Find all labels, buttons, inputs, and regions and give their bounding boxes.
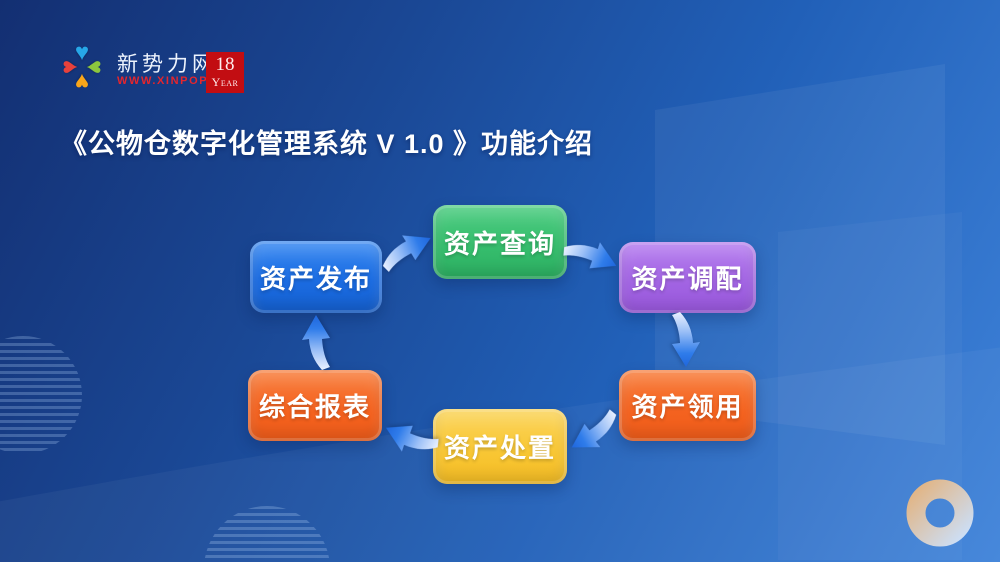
striped-circle-decoration	[204, 506, 330, 562]
ring-decoration	[906, 479, 974, 547]
company-website: WWW.XINPOP.CN	[117, 75, 231, 87]
flow-node-summary-report: 综合报表	[248, 370, 382, 441]
anniversary-number: 18	[215, 54, 235, 75]
flow-arrow-allocate-to-requisition	[672, 312, 700, 367]
logo-petal-blue-icon: ♥	[74, 39, 90, 66]
flow-node-asset-requisition: 资产领用	[619, 370, 756, 441]
flower-logo-icon: ♥ ♥ ♥ ♥	[56, 39, 108, 96]
page-title: 《公物仓数字化管理系统 V 1.0 》功能介绍	[60, 129, 594, 159]
striped-circle-decoration	[0, 336, 82, 454]
flow-arrow-publish-to-query	[374, 225, 437, 274]
flow-arrow-query-to-allocate	[560, 229, 623, 279]
flow-node-asset-allocate: 资产调配	[619, 242, 756, 313]
flow-arrow-requisition-to-dispose	[564, 407, 627, 460]
flow-node-asset-dispose: 资产处置	[433, 409, 567, 484]
flow-node-asset-publish: 资产发布	[250, 241, 382, 313]
anniversary-label: Year	[211, 75, 239, 89]
flow-node-asset-query: 资产查询	[433, 205, 567, 279]
logo-petal-red-icon: ♥	[56, 59, 83, 75]
flow-arrow-report-to-publish	[302, 315, 330, 370]
anniversary-badge: 18 Year	[206, 52, 244, 93]
